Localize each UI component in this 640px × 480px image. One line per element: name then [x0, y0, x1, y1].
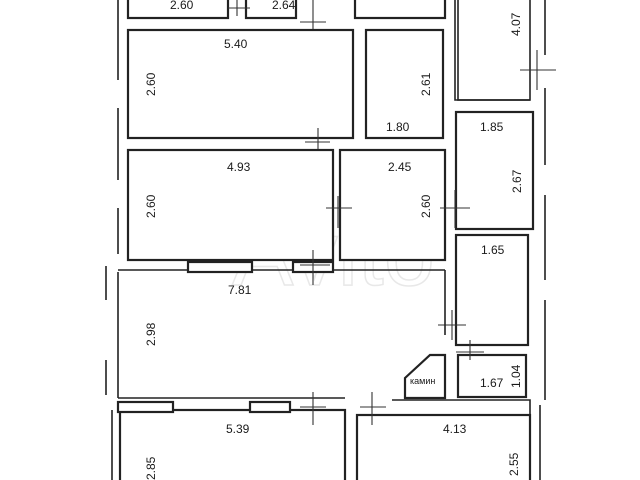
room-r7 — [126, 148, 335, 262]
room-r13 — [355, 392, 532, 480]
room-r6 — [454, 110, 535, 231]
room-r9 — [454, 233, 530, 347]
room-r11 — [456, 353, 528, 399]
room-r12-width: 5.39 — [226, 422, 250, 436]
top-row — [126, 0, 447, 40]
room-r6-height: 2.67 — [510, 169, 524, 193]
dimension-labels: 2.60 2.64 5.40 2.60 1.80 2.61 4.07 1.85 … — [144, 0, 524, 480]
room-r3-height: 2.60 — [144, 72, 158, 96]
room-r4 — [364, 28, 445, 140]
room-r13-width: 4.13 — [443, 422, 467, 436]
fireplace-label: камин — [410, 376, 435, 386]
room-r3-width: 5.40 — [224, 37, 248, 51]
room-r11-width: 1.67 — [480, 376, 504, 390]
room-r10 — [117, 250, 446, 399]
room-r4-height: 2.61 — [419, 72, 433, 96]
room-r10-height: 2.98 — [144, 322, 158, 346]
room-r8-width: 2.45 — [388, 160, 412, 174]
room-r12-height: 2.85 — [144, 456, 158, 480]
room-r9-width: 1.65 — [481, 243, 505, 257]
room-r8 — [338, 148, 447, 262]
room-r3 — [126, 28, 355, 140]
room-r4-width: 1.80 — [386, 120, 410, 134]
room-r10-width: 7.81 — [228, 283, 252, 297]
room-r11-height: 1.04 — [509, 364, 523, 388]
fireplace: камин — [403, 353, 447, 400]
room-r5-height: 4.07 — [509, 12, 523, 36]
room-r6-width: 1.85 — [480, 120, 504, 134]
room-r7-height: 2.60 — [144, 194, 158, 218]
room-r2-width: 2.64 — [272, 0, 296, 12]
room-r5 — [457, 0, 531, 101]
room-r1-width: 2.60 — [170, 0, 194, 12]
room-r7-width: 4.93 — [227, 160, 251, 174]
room-r13-height: 2.55 — [507, 452, 521, 476]
room-r8-height: 2.60 — [419, 194, 433, 218]
room-r12 — [116, 392, 347, 480]
